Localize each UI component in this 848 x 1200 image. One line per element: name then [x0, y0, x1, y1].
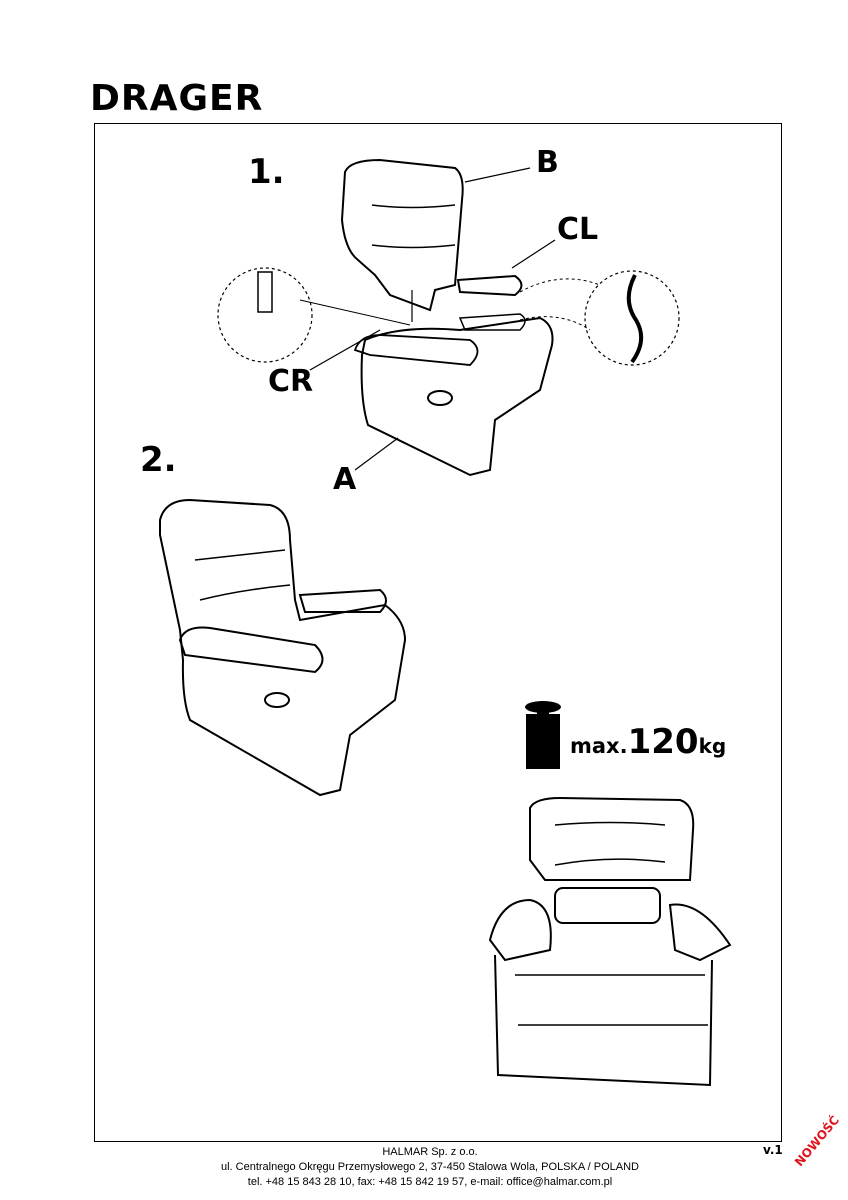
part-label-cr: CR: [268, 364, 314, 399]
footer-address: ul. Centralnego Okręgu Przemysłowego 2, …: [220, 1161, 639, 1173]
version-label: v.1: [763, 1143, 783, 1157]
max-load-prefix: max.: [570, 734, 628, 758]
max-load-value: 120: [627, 722, 699, 762]
front-chair-illustration: [488, 796, 732, 1087]
weight-icon: [525, 701, 561, 769]
part-label-b: B: [536, 145, 559, 180]
step-1-number: 1.: [248, 152, 285, 192]
footer-company: HALMAR Sp. z o.o.: [382, 1146, 478, 1158]
part-label-a: A: [333, 462, 357, 497]
footer-contact: tel. +48 15 843 28 10, fax: +48 15 842 1…: [247, 1176, 613, 1188]
instruction-frame: [94, 123, 782, 1142]
max-load-unit: kg: [698, 734, 727, 758]
step2-chair-illustration: [159, 498, 407, 797]
page-title: DRAGER: [90, 78, 264, 119]
step1-chair-illustration: [217, 158, 680, 477]
step-2-number: 2.: [140, 440, 177, 480]
part-label-cl: CL: [557, 212, 599, 247]
max-load-label: max.120kg: [570, 722, 726, 762]
